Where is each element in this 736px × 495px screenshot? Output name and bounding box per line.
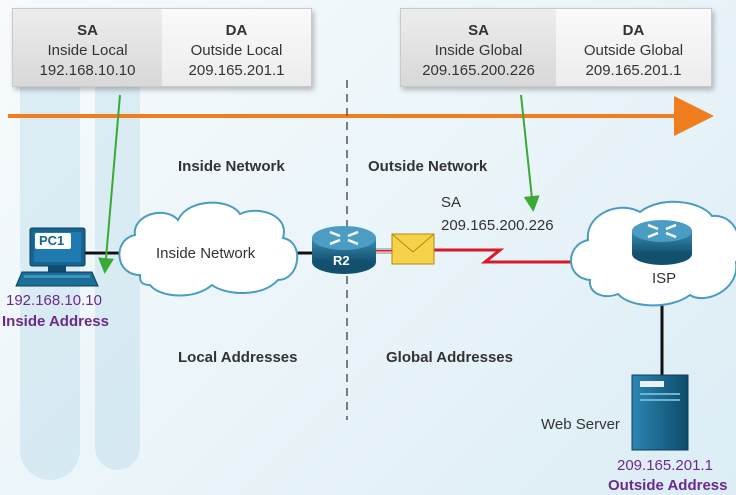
isp-label: ISP <box>652 270 677 287</box>
pc1-icon <box>15 227 99 287</box>
header-sa-cell: SA Inside Local 192.168.10.10 <box>13 9 162 86</box>
header-da-cell: DA Outside Global 209.165.201.1 <box>556 9 711 86</box>
header-da-title: DA <box>622 22 645 39</box>
router-r2-icon <box>312 226 392 274</box>
inside-local-pointer-arrow <box>98 94 121 274</box>
web-server-icon <box>631 374 689 451</box>
header-sa-addr: 209.165.200.226 <box>422 62 535 79</box>
packet-sa-label: SA <box>441 194 462 211</box>
header-da-sub: Outside Global <box>583 42 684 59</box>
inside-global-pointer-arrow <box>520 94 540 212</box>
header-sa-title: SA <box>77 22 98 39</box>
header-da-addr: 209.165.201.1 <box>188 62 285 79</box>
header-sa-addr: 192.168.10.10 <box>39 62 136 79</box>
header-sa-sub: Inside Global <box>434 42 523 59</box>
header-sa-cell: SA Inside Global 209.165.200.226 <box>401 9 556 86</box>
local-addresses-label: Local Addresses <box>178 349 298 366</box>
packet-sa-address: 209.165.200.226 <box>441 217 554 234</box>
header-da-cell: DA Outside Local 209.165.201.1 <box>162 9 311 86</box>
wan-link <box>375 248 600 264</box>
packet-envelope-icon <box>391 233 435 265</box>
outside-packet-header: SA Inside Global 209.165.200.226 DA Outs… <box>400 8 712 87</box>
global-addresses-label: Global Addresses <box>386 349 513 366</box>
header-da-title: DA <box>225 22 248 39</box>
pc1-ip-address: 192.168.10.10 <box>6 292 102 309</box>
header-da-addr: 209.165.201.1 <box>585 62 682 79</box>
server-address-role: Outside Address <box>608 477 728 494</box>
inside-cloud <box>118 201 299 297</box>
web-server-label: Web Server <box>541 416 620 433</box>
inside-packet-header: SA Inside Local 192.168.10.10 DA Outside… <box>12 8 312 87</box>
pc1-address-role: Inside Address <box>2 313 109 330</box>
header-sa-sub: Inside Local <box>47 42 128 59</box>
router-r2-label: R2 <box>333 253 350 268</box>
header-da-sub: Outside Local <box>190 42 283 59</box>
header-sa-title: SA <box>468 22 489 39</box>
inside-network-zone-label: Inside Network <box>178 158 285 175</box>
server-ip-address: 209.165.201.1 <box>617 457 713 474</box>
pc1-label: PC1 <box>39 233 65 248</box>
isp-router-icon <box>632 220 692 265</box>
outside-network-zone-label: Outside Network <box>368 158 488 175</box>
inside-cloud-label: Inside Network <box>156 245 256 262</box>
